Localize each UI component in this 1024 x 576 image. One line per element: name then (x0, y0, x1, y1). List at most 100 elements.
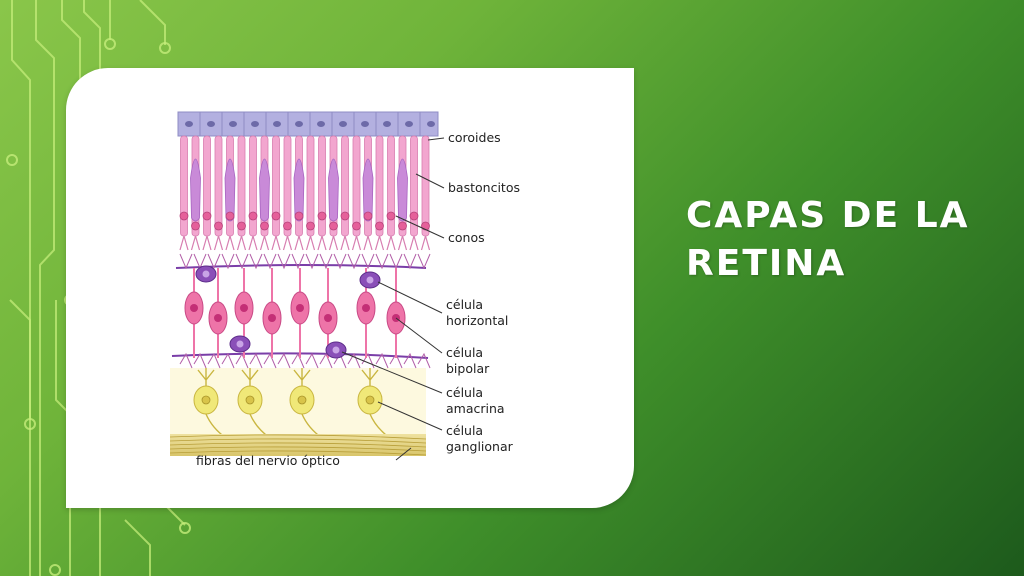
photoreceptor-nucleus (214, 221, 223, 231)
photoreceptor-terminal (202, 235, 212, 251)
photoreceptor-terminal (282, 235, 293, 251)
photoreceptor-nucleus (363, 211, 373, 221)
synapse-branch (347, 253, 361, 270)
photoreceptor-terminal (190, 235, 201, 251)
circuit-line (83, 0, 101, 80)
synapse-branch (403, 352, 417, 369)
ganglion-nucleus (245, 395, 255, 405)
synapse-branch (417, 352, 431, 369)
choroid-nucleus (273, 121, 281, 127)
leader-line (377, 281, 443, 314)
circuit-node (159, 42, 171, 54)
photoreceptor-nucleus (294, 211, 304, 221)
photoreceptor-nucleus (409, 211, 419, 221)
choroid-nucleus (383, 121, 391, 127)
label-amacrina-2: amacrina (446, 401, 505, 416)
photoreceptor-nucleus (398, 221, 407, 231)
rod-cell (180, 135, 188, 237)
photoreceptor-nucleus (421, 221, 430, 231)
choroid-nucleus (229, 121, 237, 127)
synapse-branch (347, 352, 361, 369)
rod-cell (341, 135, 349, 237)
amacrine-nucleus (236, 340, 244, 348)
horizontal-nucleus (202, 270, 210, 278)
rod-cell (306, 135, 315, 237)
choroid-nucleus (207, 121, 215, 127)
photoreceptor-nucleus (260, 221, 269, 231)
ganglion-nucleus (297, 395, 307, 405)
photoreceptor-terminal (397, 235, 408, 251)
leader-line (395, 447, 412, 461)
photoreceptor-terminal (328, 235, 339, 251)
synapse-branch (291, 253, 305, 270)
choroid-nucleus (427, 121, 435, 127)
cone-outer-segment (362, 158, 374, 222)
label-ganglionar-2: ganglionar (446, 439, 513, 454)
label-amacrina-1: célula (446, 385, 484, 400)
synapse-branch (361, 253, 375, 270)
photoreceptor-terminal (317, 235, 327, 251)
photoreceptor-terminal (248, 235, 258, 251)
leader-line (395, 317, 443, 354)
circuit-node (24, 418, 36, 430)
slide-title: CAPAS DE LA RETINA (686, 192, 1006, 288)
rod-cell (387, 135, 395, 237)
retina-diagram (169, 111, 445, 461)
synapse-branch (403, 253, 417, 270)
label-bipolar-1: célula (446, 345, 484, 360)
photoreceptor-terminal (340, 235, 350, 251)
leader-line (395, 215, 445, 239)
photoreceptor-nucleus (225, 211, 235, 221)
photoreceptor-terminal (305, 235, 316, 251)
photoreceptor-terminal (420, 235, 431, 251)
ganglion-layer (193, 368, 391, 439)
synapse-branch (179, 352, 193, 369)
horizontal-nucleus (366, 276, 374, 284)
label-horizontal-2: horizontal (446, 313, 509, 328)
circuit-line (11, 0, 31, 576)
nerve-fiber (169, 446, 427, 452)
photoreceptor-terminal (374, 235, 385, 251)
synapse-branch (221, 253, 235, 270)
photoreceptor-terminal (271, 235, 281, 251)
choroid-nucleus (185, 121, 193, 127)
photoreceptor-terminal (386, 235, 396, 251)
bipolar-nucleus (214, 314, 222, 322)
leader-line (415, 173, 445, 189)
synapse-branch (291, 352, 305, 369)
photoreceptor-terminal (179, 235, 189, 251)
label-bastoncitos: bastoncitos (448, 180, 520, 195)
choroid-band (177, 111, 439, 137)
ganglion-nucleus (365, 395, 375, 405)
circuit-node (49, 564, 61, 576)
bipolar-nucleus (240, 304, 248, 312)
circuit-line (35, 0, 55, 576)
title-line-2: RETINA (686, 243, 847, 284)
horizontal-amacrine-cells (195, 265, 381, 359)
bipolar-nucleus (190, 304, 198, 312)
synapse-branch (333, 253, 347, 270)
rod-cell (272, 135, 280, 237)
photoreceptor-nucleus (317, 211, 327, 221)
rod-cell (214, 135, 223, 237)
choroid-nucleus (251, 121, 259, 127)
cone-outer-segment (190, 158, 201, 222)
photoreceptor-terminal (294, 235, 304, 251)
label-ganglionar-1: célula (446, 423, 484, 438)
leader-line (377, 401, 443, 431)
synapse-branch (305, 253, 319, 270)
synapse-branch (207, 253, 221, 270)
photoreceptor-nucleus (386, 211, 396, 221)
synapse-branch (263, 253, 277, 270)
choroid-layer (177, 111, 439, 137)
circuit-line (139, 0, 166, 45)
title-line-1: CAPAS DE LA (686, 195, 970, 236)
cone-outer-segment (259, 158, 270, 222)
nerve-fiber (169, 450, 427, 456)
photoreceptor-nucleus (283, 221, 292, 231)
rod-cell (237, 135, 246, 237)
cone-outer-segment (293, 158, 305, 222)
rod-cell (421, 135, 430, 237)
photoreceptor-nucleus (340, 211, 350, 221)
rod-cell (410, 135, 418, 237)
